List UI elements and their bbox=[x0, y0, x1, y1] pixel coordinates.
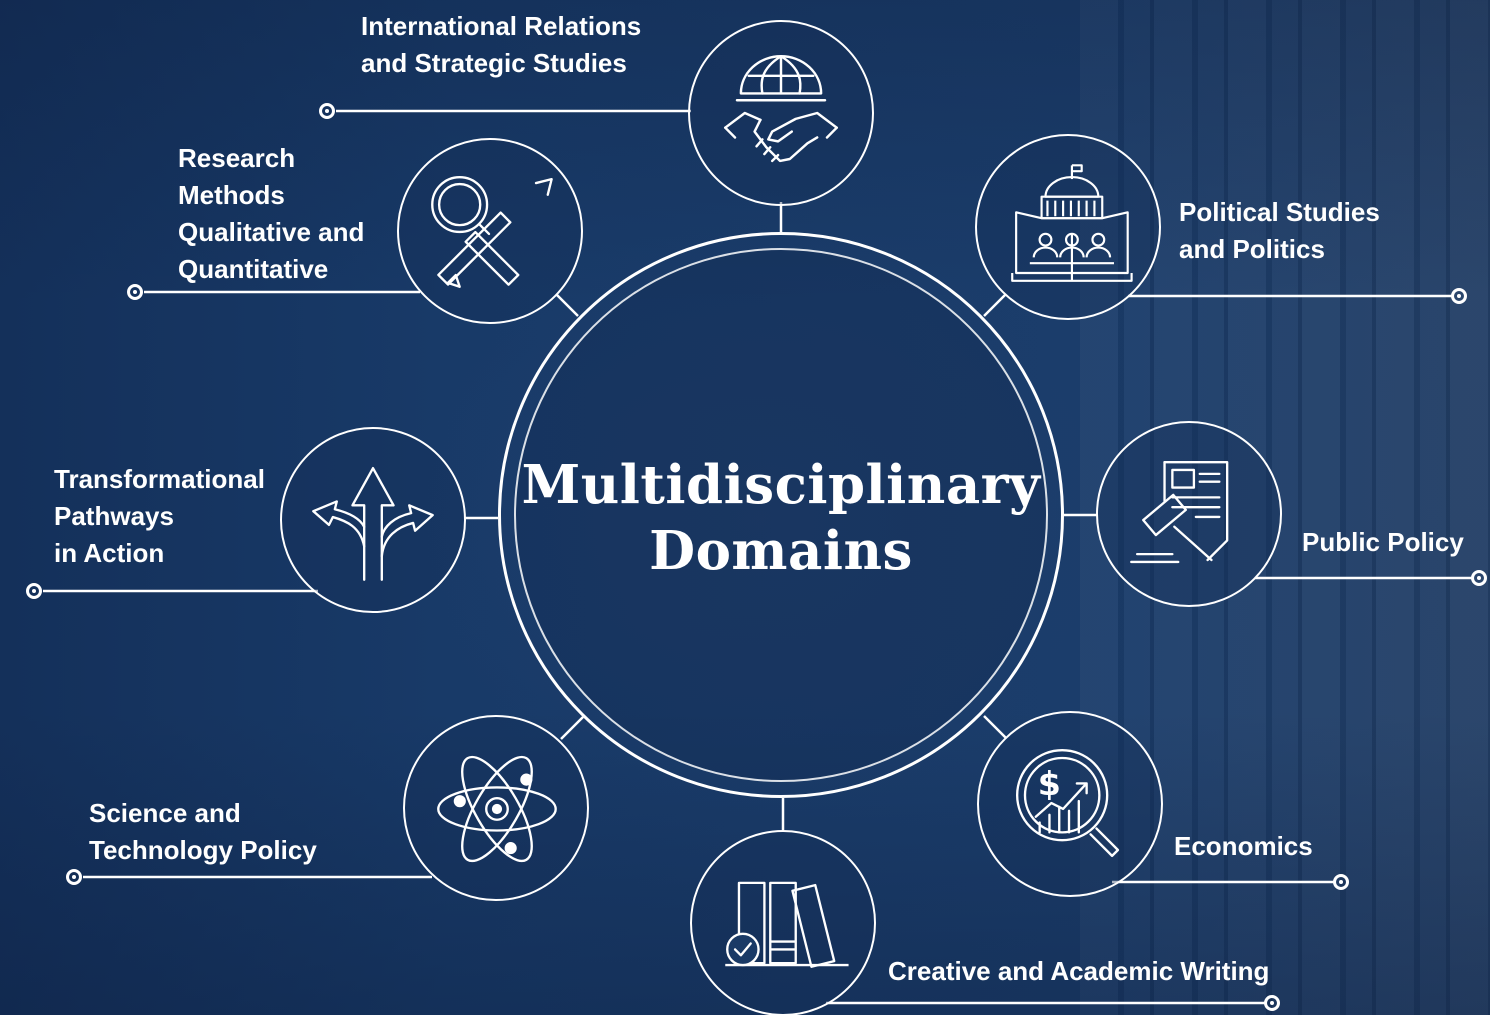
label-transformational-pathways: Transformational Pathways in Action bbox=[54, 464, 265, 568]
center-inner-ring bbox=[514, 248, 1048, 782]
label-science-technology-policy: Science and Technology Policy bbox=[89, 798, 317, 865]
node-international-relations bbox=[688, 20, 874, 206]
atom-icon bbox=[437, 755, 557, 863]
endpoint-dot-creative-academic-writing bbox=[1264, 995, 1280, 1011]
books-checkmark-icon bbox=[725, 881, 849, 968]
diverging-arrows-icon bbox=[312, 466, 434, 581]
node-transformational-pathways bbox=[280, 427, 466, 613]
center-outer-ring bbox=[498, 232, 1064, 798]
endpoint-dot-international-relations bbox=[319, 103, 335, 119]
endpoint-dot-economics bbox=[1333, 874, 1349, 890]
endpoint-dot-transformational-pathways bbox=[26, 583, 42, 599]
node-creative-academic-writing bbox=[690, 830, 876, 1015]
label-economics: Economics bbox=[1174, 831, 1313, 861]
node-public-policy bbox=[1096, 421, 1282, 607]
label-public-policy: Public Policy bbox=[1302, 527, 1464, 557]
label-creative-academic-writing: Creative and Academic Writing bbox=[888, 956, 1270, 986]
label-political-studies: Political Studies and Politics bbox=[1179, 197, 1380, 264]
parliament-building-icon bbox=[1011, 164, 1133, 282]
endpoint-dot-public-policy bbox=[1471, 570, 1487, 586]
label-research-methods: Research Methods Qualitative and Quantit… bbox=[178, 143, 365, 284]
node-science-technology-policy bbox=[403, 715, 589, 901]
endpoint-dot-science-technology-policy bbox=[66, 869, 82, 885]
endpoint-dot-political-studies bbox=[1451, 288, 1467, 304]
magnifier-pencil-icon bbox=[431, 176, 553, 288]
handshake-globe-icon bbox=[724, 55, 838, 163]
diagram-title-line2: Domains bbox=[649, 520, 913, 582]
node-economics: $ bbox=[977, 711, 1163, 897]
diagram-title-line1: Multidisciplinary bbox=[521, 454, 1041, 516]
svg-text:$: $ bbox=[1038, 764, 1061, 803]
dollar-growth-magnifier-icon: $ bbox=[1015, 749, 1120, 858]
label-international-relations: International Relations and Strategic St… bbox=[361, 11, 642, 78]
gavel-document-icon bbox=[1130, 460, 1229, 564]
node-research-methods bbox=[397, 138, 583, 324]
node-political-studies bbox=[975, 134, 1161, 320]
endpoint-dot-research-methods bbox=[127, 284, 143, 300]
